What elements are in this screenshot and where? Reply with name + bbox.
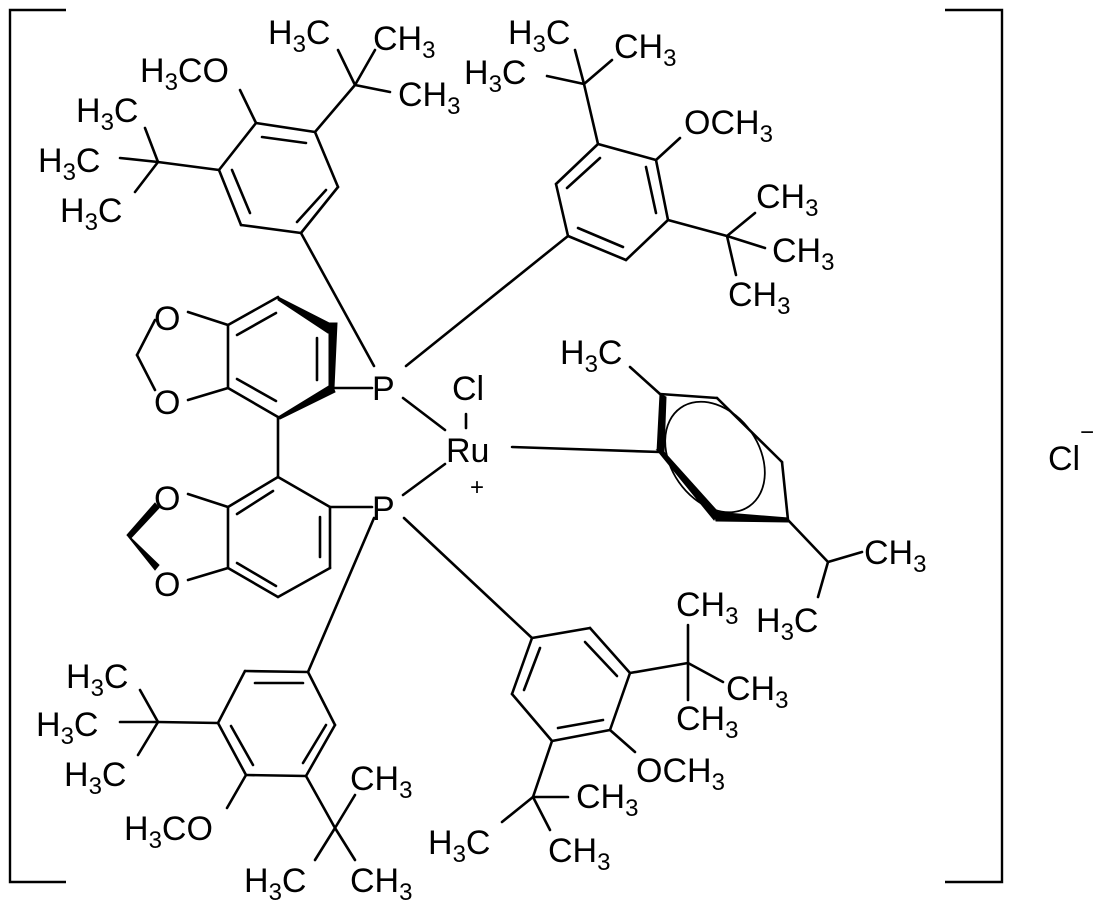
methyl-label: H3C — [244, 862, 306, 906]
oxygen-label-2: O — [154, 384, 180, 422]
methyl-label: CH3 — [728, 276, 790, 320]
methyl-label: CH3 — [772, 232, 834, 276]
counterion-label: Cl — [1048, 440, 1080, 478]
aryl-top-left — [118, 48, 392, 368]
methyl-label: CH3 — [676, 700, 738, 744]
methyl-label: CH3 — [398, 76, 460, 120]
methyl-label: CH3 — [373, 20, 435, 64]
ruthenium-label: Ru — [446, 432, 489, 470]
ru-bonds — [401, 396, 662, 497]
p-cymene — [628, 365, 864, 599]
methyl-label: H3C — [66, 658, 128, 702]
methyl-label: H3C — [508, 14, 570, 58]
aryl-bottom-right — [402, 516, 725, 832]
phosphorus-top-label: P — [372, 370, 395, 408]
oxygen-label-4: O — [154, 566, 180, 604]
methyl-label: H3C — [268, 14, 330, 58]
methyl-label: H3C — [38, 142, 100, 186]
methyl-label: CH3 — [350, 760, 412, 804]
isopropyl-methyl-label: CH3 — [864, 534, 926, 578]
ru-chloride-label: Cl — [452, 370, 484, 408]
methyl-label: CH3 — [676, 586, 738, 630]
methyl-label: H3C — [76, 92, 138, 136]
methyl-label: H3C — [60, 192, 122, 236]
methyl-label: H3C — [36, 706, 98, 750]
methyl-label: CH3 — [548, 832, 610, 876]
methyl-label: CH3 — [614, 28, 676, 72]
methoxy-label-tr: OCH3 — [684, 104, 773, 148]
biaryl-backbone — [126, 295, 374, 599]
aryl-bottom-left — [118, 516, 376, 862]
methyl-label: CH3 — [726, 670, 788, 714]
methoxy-label-tl: H3CO — [140, 52, 229, 96]
methyl-label: CH3 — [350, 862, 412, 906]
methyl-label: CH3 — [756, 178, 818, 222]
methyl-label: H3C — [64, 756, 126, 800]
complex-charge: + — [470, 474, 484, 501]
right-bracket — [945, 8, 1004, 884]
methyl-label: H3C — [464, 54, 526, 98]
methyl-label: CH3 — [576, 778, 638, 822]
counterion-charge: − — [1080, 419, 1094, 446]
methoxy-label-br: OCH3 — [636, 752, 725, 796]
oxygen-label-3: O — [154, 480, 180, 518]
aryl-top-right — [404, 48, 767, 368]
cymene-methyl-label: H3C — [560, 334, 622, 378]
phosphorus-bottom-label: P — [372, 490, 395, 528]
oxygen-label-1: O — [154, 300, 180, 338]
methyl-label: H3C — [428, 824, 490, 868]
isopropyl-methyl-label: H3C — [756, 602, 818, 646]
methoxy-label-bl: H3CO — [124, 810, 213, 854]
left-bracket — [8, 8, 66, 884]
